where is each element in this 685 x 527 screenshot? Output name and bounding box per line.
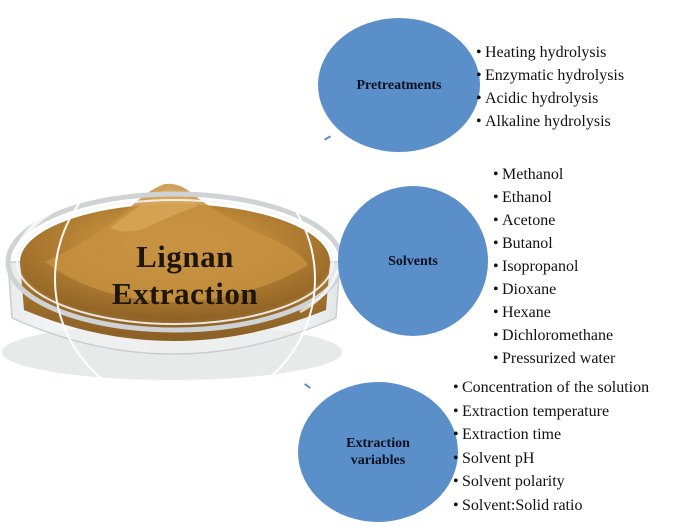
list-item: Acetone bbox=[493, 209, 615, 232]
powder-highlight bbox=[110, 188, 198, 232]
pretreatments-list: Heating hydrolysis Enzymatic hydrolysis … bbox=[476, 41, 624, 133]
extraction-variables-circle: Extraction variables bbox=[298, 382, 458, 522]
center-outline-circle bbox=[54, 148, 316, 410]
list-item: Enzymatic hydrolysis bbox=[476, 64, 624, 87]
list-item: Hexane bbox=[493, 301, 615, 324]
list-item: Concentration of the solution bbox=[453, 376, 649, 400]
solvents-list: Methanol Ethanol Acetone Butanol Isoprop… bbox=[493, 163, 615, 370]
list-item: Solvent:Solid ratio bbox=[453, 494, 649, 518]
list-item: Butanol bbox=[493, 232, 615, 255]
list-item: Solvent polarity bbox=[453, 470, 649, 494]
list-item: Pressurized water bbox=[493, 347, 615, 370]
list-item: Dioxane bbox=[493, 278, 615, 301]
list-item: Dichloromethane bbox=[493, 324, 615, 347]
pretreatments-circle: Pretreatments bbox=[318, 18, 480, 152]
powder-mound bbox=[45, 183, 308, 302]
solvents-label: Solvents bbox=[388, 253, 438, 269]
list-item: Methanol bbox=[493, 163, 615, 186]
list-item: Solvent pH bbox=[453, 447, 649, 471]
extraction-variables-list: Concentration of the solution Extraction… bbox=[453, 376, 649, 517]
center-title: Lignan Extraction bbox=[110, 238, 260, 312]
extraction-variables-label-line-1: Extraction bbox=[346, 436, 410, 451]
solvents-circle: Solvents bbox=[338, 186, 488, 336]
rim-reflection-left bbox=[12, 198, 81, 256]
dish-rim-inner bbox=[16, 199, 334, 325]
list-item: Acidic hydrolysis bbox=[476, 87, 624, 110]
list-item: Extraction time bbox=[453, 423, 649, 447]
list-item: Isopropanol bbox=[493, 255, 615, 278]
center-title-line-1: Lignan bbox=[136, 239, 234, 274]
list-item: Alkaline hydrolysis bbox=[476, 110, 624, 133]
list-item: Ethanol bbox=[493, 186, 615, 209]
center-title-line-2: Extraction bbox=[111, 276, 259, 311]
list-item: Extraction temperature bbox=[453, 400, 649, 424]
rim-reflection-right bbox=[299, 269, 340, 314]
extraction-variables-label-line-2: variables bbox=[350, 453, 406, 468]
pretreatments-label: Pretreatments bbox=[356, 77, 442, 93]
list-item: Heating hydrolysis bbox=[476, 41, 624, 64]
